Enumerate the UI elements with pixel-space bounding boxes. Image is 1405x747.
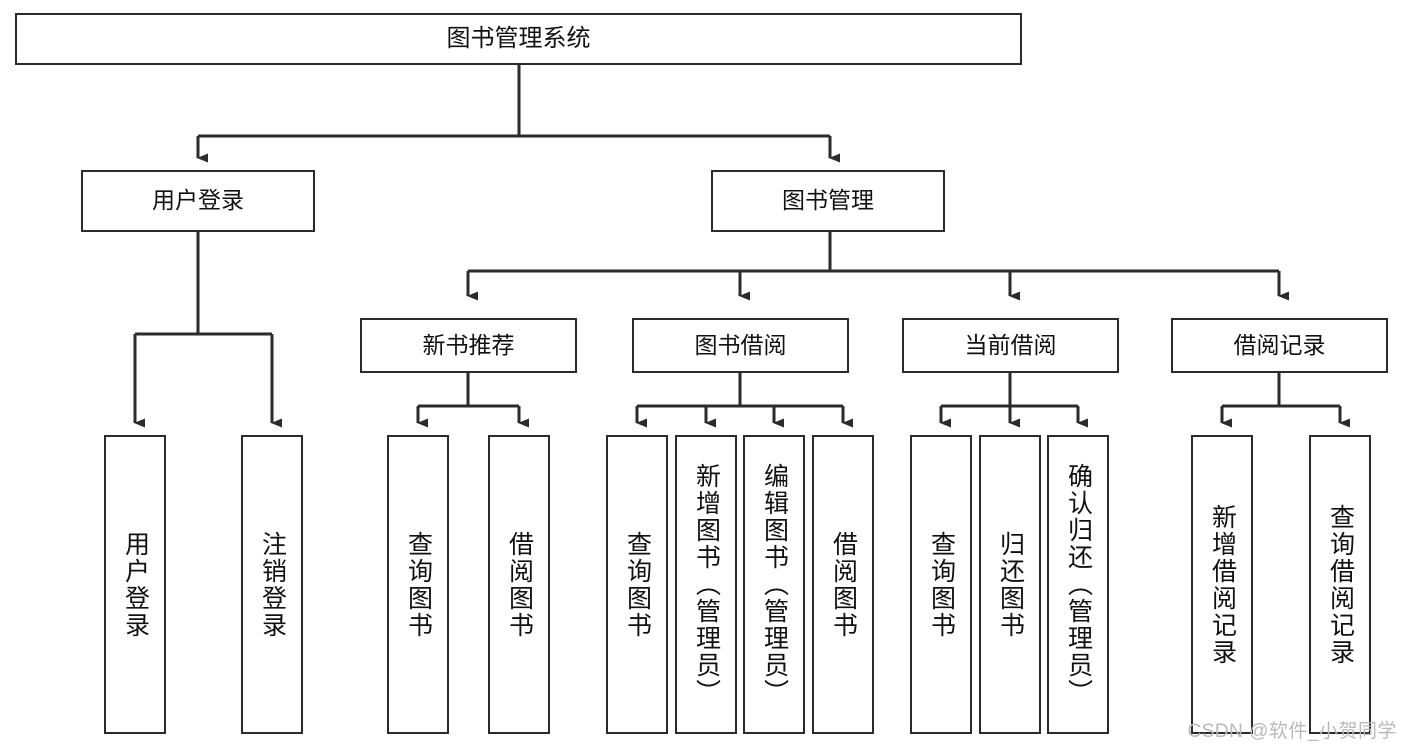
leaf-confirm-return-admin[interactable]: 确认归还（管理员） <box>1047 435 1109 734</box>
node-label: 新增借阅记录 <box>1208 503 1237 666</box>
leaf-logout[interactable]: 注销登录 <box>241 435 303 734</box>
leaf-add-borrow-record[interactable]: 新增借阅记录 <box>1191 435 1253 734</box>
leaf-user-login[interactable]: 用户登录 <box>104 435 166 734</box>
leaf-query-book-borrow[interactable]: 查询图书 <box>606 435 668 734</box>
node-label: 查询图书 <box>927 530 956 639</box>
leaf-query-borrow-record[interactable]: 查询借阅记录 <box>1309 435 1371 734</box>
node-book-borrow[interactable]: 图书借阅 <box>632 318 849 373</box>
node-new-book-recommend[interactable]: 新书推荐 <box>360 318 577 373</box>
node-current-borrow[interactable]: 当前借阅 <box>902 318 1119 373</box>
node-label: 归还图书 <box>996 530 1025 639</box>
node-label: 借阅记录 <box>1233 331 1326 358</box>
node-label: 用户登录 <box>152 187 244 214</box>
node-label: 借阅图书 <box>829 530 858 639</box>
node-user-login[interactable]: 用户登录 <box>81 170 315 232</box>
node-book-management[interactable]: 图书管理 <box>711 170 945 232</box>
leaf-borrow-book-new[interactable]: 借阅图书 <box>488 435 550 734</box>
leaf-query-book-new[interactable]: 查询图书 <box>387 435 449 734</box>
node-label: 图书借阅 <box>694 331 787 358</box>
node-borrow-record[interactable]: 借阅记录 <box>1171 318 1388 373</box>
leaf-return-book[interactable]: 归还图书 <box>979 435 1041 734</box>
node-label: 图书管理系统 <box>446 24 591 52</box>
node-label: 用户登录 <box>121 530 150 639</box>
node-label: 图书管理 <box>782 187 874 214</box>
node-label: 新增图书（管理员） <box>692 463 721 706</box>
node-label: 新书推荐 <box>422 331 515 358</box>
node-label: 注销登录 <box>258 530 287 639</box>
leaf-lend-book[interactable]: 借阅图书 <box>812 435 874 734</box>
node-label: 确认归还（管理员） <box>1064 463 1093 706</box>
leaf-query-book-current[interactable]: 查询图书 <box>910 435 972 734</box>
node-root-book-management-system[interactable]: 图书管理系统 <box>15 13 1022 65</box>
node-label: 编辑图书（管理员） <box>760 463 789 706</box>
leaf-edit-book-admin[interactable]: 编辑图书（管理员） <box>743 435 805 734</box>
node-label: 查询图书 <box>404 530 433 639</box>
node-label: 当前借阅 <box>964 331 1057 358</box>
node-label: 借阅图书 <box>505 530 534 639</box>
node-label: 查询图书 <box>623 530 652 639</box>
leaf-add-book-admin[interactable]: 新增图书（管理员） <box>675 435 737 734</box>
node-label: 查询借阅记录 <box>1326 503 1355 666</box>
